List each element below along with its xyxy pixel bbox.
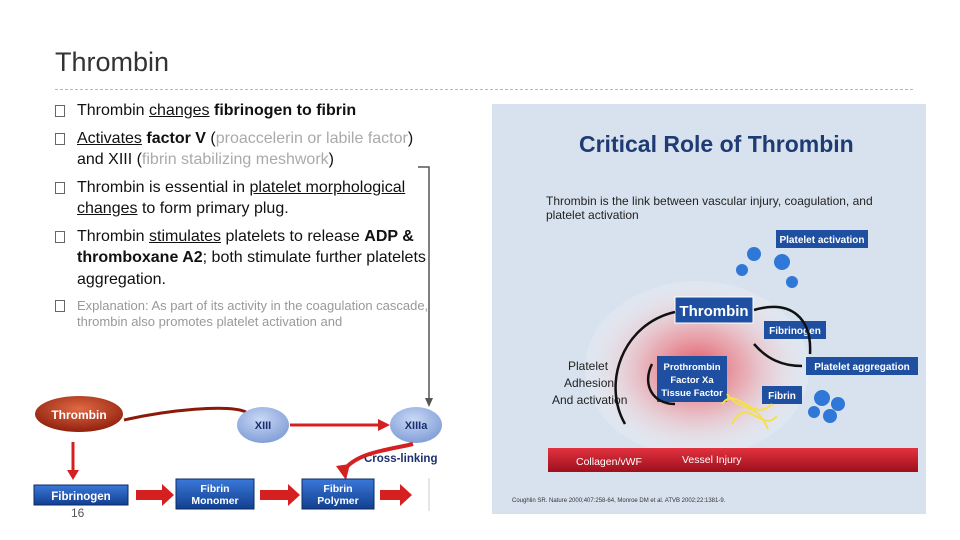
aggregated-platelets-icon xyxy=(808,390,845,423)
bullet-2: Activates factor V (proaccelerin or labi… xyxy=(55,128,430,171)
platelet-activation-box xyxy=(776,230,868,248)
bullet-4: Thrombin stimulates platelets to release… xyxy=(55,226,430,291)
fibrin-monomer-label-2: Monomer xyxy=(191,495,238,507)
text: Thrombin xyxy=(77,227,150,245)
fibrin-box xyxy=(762,386,802,404)
text: ; both stimulate further platelets aggre… xyxy=(77,249,426,288)
xiiia-label: XIIIa xyxy=(405,420,429,432)
fibrin-mesh-icon xyxy=(721,393,778,430)
page-number: 16 xyxy=(71,506,85,520)
bullet-3: Thrombin is essential in platelet morpho… xyxy=(55,177,430,220)
xiiia-oval xyxy=(390,407,442,443)
fibrinogen-label: Fibrinogen xyxy=(769,326,821,337)
vessel-injury-label: Vessel Injury xyxy=(682,454,742,466)
platelet-adhesion-3: And activation xyxy=(552,393,627,407)
text: Activates xyxy=(77,129,142,147)
text: changes xyxy=(149,102,210,119)
text: factor V xyxy=(146,129,206,147)
thrombin-label: Thrombin xyxy=(51,408,106,422)
title-divider xyxy=(55,89,913,90)
bullet-5: Explanation: As part of its activity in … xyxy=(55,298,430,330)
fibrin-polymer-box xyxy=(301,478,375,510)
text: ADP & thromboxane A2 xyxy=(77,227,414,267)
text: Thrombin is essential in xyxy=(77,178,250,196)
factor-label-3: Tissue Factor xyxy=(661,388,723,399)
cross-linking-label: Cross-linking xyxy=(364,453,437,465)
critical-role-figure: Critical Role of Thrombin Thrombin is th… xyxy=(492,104,926,514)
figure-title: Critical Role of Thrombin xyxy=(579,131,854,157)
factor-label-2: Factor Xa xyxy=(670,375,714,386)
text: platelets to release xyxy=(221,227,365,245)
fibrin-formation-diagram: Thrombin XIII XIIIa Cross-linking Fibrin… xyxy=(33,396,442,511)
bullet-box-icon xyxy=(55,181,65,194)
text: ) xyxy=(328,151,334,168)
bullet-box-icon xyxy=(55,105,65,117)
xiii-label: XIII xyxy=(255,420,272,432)
thrombin-label: Thrombin xyxy=(679,303,748,320)
text: stimulates xyxy=(149,227,222,245)
platelet-adhesion-2: Adhesion xyxy=(564,376,614,390)
platelet-aggregation-box xyxy=(806,357,918,375)
fibrin-monomer-box xyxy=(175,478,255,510)
bullet-1: Thrombin changes fibrinogen to fibrin xyxy=(55,100,430,122)
platelet-activation-label: Platelet activation xyxy=(779,235,864,246)
bullet-list: Thrombin changes fibrinogen to fibrin Ac… xyxy=(55,100,430,336)
text: Thrombin xyxy=(77,102,150,119)
factors-box xyxy=(657,356,727,402)
citation: Coughlin SR. Nature 2000;407:258-64, Mon… xyxy=(512,498,726,504)
text: ( xyxy=(205,129,216,147)
factor-label-1: Prothrombin xyxy=(664,362,721,373)
bullet-box-icon xyxy=(55,230,65,243)
text: fibrinogen to fibrin xyxy=(213,102,357,119)
fibrin-label: Fibrin xyxy=(768,391,796,402)
text: fibrin stabilizing meshwork xyxy=(141,151,329,168)
fibrin-polymer-label-2: Polymer xyxy=(317,495,358,507)
fibrin-polymer-label-1: Fibrin xyxy=(323,483,352,495)
thrombin-box xyxy=(674,296,754,324)
vessel-wall xyxy=(548,448,918,472)
flow-arrows xyxy=(614,305,812,425)
fibrinogen-label: Fibrinogen xyxy=(51,491,110,503)
text: proaccelerin or labile factor xyxy=(215,129,408,147)
text: Explanation: As part of its activity in … xyxy=(77,298,429,329)
figure-subtitle-1: Thrombin is the link between vascular in… xyxy=(546,194,873,208)
text: to form primary plug. xyxy=(137,200,289,217)
bullet-box-icon xyxy=(55,300,65,312)
slide-title: Thrombin xyxy=(55,47,170,77)
fibrin-monomer-label-1: Fibrin xyxy=(200,483,229,495)
fibrinogen-box xyxy=(764,321,826,339)
fibrinogen-box xyxy=(33,484,129,506)
platelet-aggregation-label: Platelet aggregation xyxy=(814,362,910,373)
thrombin-oval xyxy=(35,396,123,432)
figure-subtitle-2: platelet activation xyxy=(546,208,639,222)
xiii-oval xyxy=(237,407,289,443)
text: platelet morphological changes xyxy=(77,178,406,218)
platelet-adhesion-1: Platelet xyxy=(568,359,609,373)
collagen-label: Collagen/vWF xyxy=(576,456,642,468)
bullet-box-icon xyxy=(55,132,65,145)
platelet-icon xyxy=(736,247,798,288)
text: ) and XIII ( xyxy=(77,129,414,169)
